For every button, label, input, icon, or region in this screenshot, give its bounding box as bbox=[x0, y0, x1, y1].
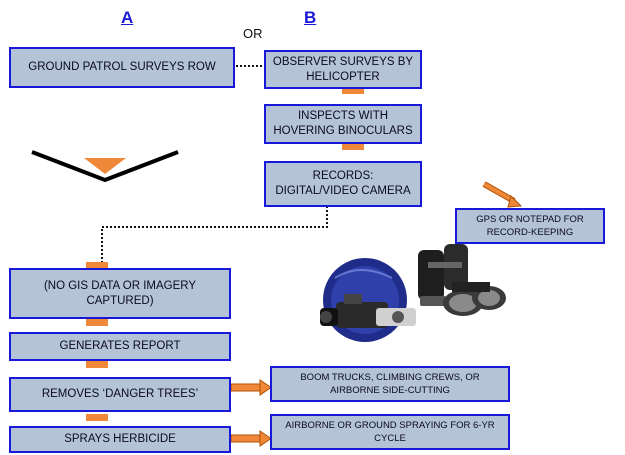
or-label: OR bbox=[243, 26, 263, 41]
column-a-header: A bbox=[121, 8, 134, 27]
flow-arrow-b2 bbox=[342, 144, 364, 150]
danger-trees-box: REMOVES ‘DANGER TREES’ bbox=[9, 377, 231, 412]
arrow-to-gps bbox=[482, 181, 523, 208]
video-camera-image bbox=[320, 258, 416, 342]
flow-arrow-a1 bbox=[86, 262, 108, 268]
arrow-to-boom bbox=[230, 379, 272, 396]
chevron-down-arrow bbox=[31, 150, 179, 183]
records-to-gis-connector bbox=[101, 206, 328, 262]
airborne-spraying-box: AIRBORNE OR GROUND SPRAYING FOR 6-YR CYC… bbox=[270, 414, 510, 450]
gps-note-box: GPS OR NOTEPAD FOR RECORD-KEEPING bbox=[455, 208, 605, 244]
no-gis-box: (NO GIS DATA OR IMAGERY CAPTURED) bbox=[9, 268, 231, 319]
generates-report-box: GENERATES REPORT bbox=[9, 332, 231, 361]
arrow-to-spraying bbox=[230, 430, 272, 447]
helicopter-survey-box: OBSERVER SURVEYS BY HELICOPTER bbox=[264, 50, 422, 89]
flow-arrow-a2 bbox=[86, 319, 108, 326]
binoculars-image bbox=[418, 244, 506, 316]
ground-patrol-box: GROUND PATROL SURVEYS ROW bbox=[9, 47, 235, 88]
flow-arrow-b1 bbox=[342, 88, 364, 94]
binoculars-box: INSPECTS WITH HOVERING BINOCULARS bbox=[264, 104, 422, 144]
records-box: RECORDS: DIGITAL/VIDEO CAMERA bbox=[264, 161, 422, 207]
flow-arrow-a4 bbox=[86, 414, 108, 421]
boom-trucks-box: BOOM TRUCKS, CLIMBING CREWS, OR AIRBORNE… bbox=[270, 366, 510, 402]
column-b-header: B bbox=[304, 8, 317, 27]
flow-arrow-a3 bbox=[86, 361, 108, 368]
herbicide-box: SPRAYS HERBICIDE bbox=[9, 426, 231, 453]
